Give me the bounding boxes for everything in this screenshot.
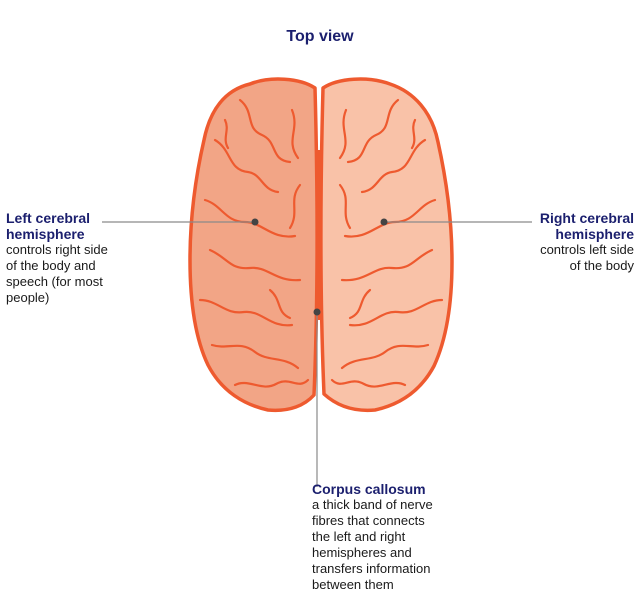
right-label-desc-1: controls left side bbox=[540, 242, 634, 257]
bottom-label-desc-6: between them bbox=[312, 577, 394, 592]
corpus-callosum-label: Corpus callosum a thick band of nerve fi… bbox=[312, 481, 472, 593]
left-gyri bbox=[198, 98, 310, 388]
left-label-desc-2: of the body and bbox=[6, 258, 96, 273]
left-label-desc-4: people) bbox=[6, 290, 50, 305]
left-pointer-dot bbox=[251, 218, 259, 226]
right-label-desc-2: of the body bbox=[569, 258, 634, 273]
right-hemisphere-label: Right cerebral hemisphere controls left … bbox=[504, 210, 634, 274]
right-pointer-dot bbox=[380, 218, 388, 226]
right-hemisphere bbox=[319, 77, 454, 413]
bottom-label-title: Corpus callosum bbox=[312, 481, 426, 497]
left-hemisphere-label: Left cerebral hemisphere controls right … bbox=[6, 210, 126, 306]
bottom-label-desc-5: transfers information bbox=[312, 561, 431, 576]
left-label-desc-3: speech (for most bbox=[6, 274, 103, 289]
bottom-label-desc-4: hemispheres and bbox=[312, 545, 412, 560]
right-label-title-1: Right cerebral bbox=[539, 210, 634, 226]
bottom-label-desc-3: the left and right bbox=[312, 529, 406, 544]
bottom-pointer-dot bbox=[313, 308, 321, 316]
left-label-desc-1: controls right side bbox=[6, 242, 108, 257]
bottom-label-desc-2: fibres that connects bbox=[312, 513, 425, 528]
leader-lines bbox=[102, 221, 532, 487]
bottom-label-desc-1: a thick band of nerve bbox=[312, 497, 433, 512]
left-label-title-1: Left cerebral bbox=[6, 210, 91, 226]
left-label-title-2: hemisphere bbox=[6, 226, 85, 242]
right-label-title-2: hemisphere bbox=[555, 226, 634, 242]
diagram-title: Top view bbox=[286, 28, 354, 45]
